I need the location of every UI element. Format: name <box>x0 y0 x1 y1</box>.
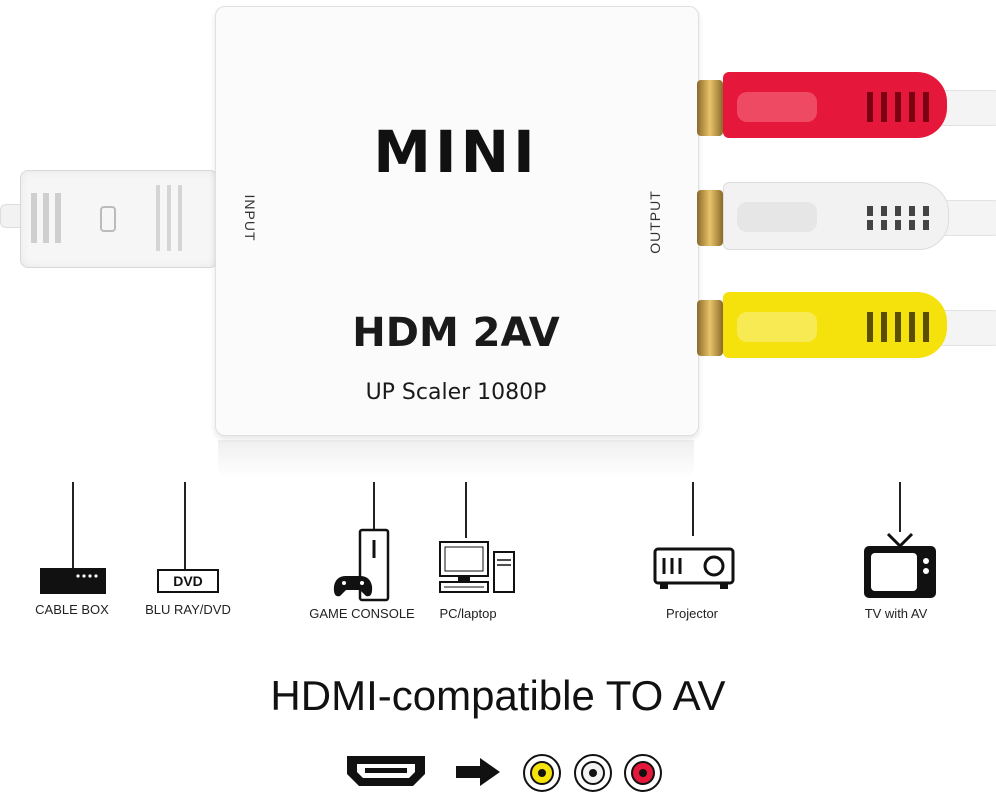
blu-ray-label: BLU RAY/DVD <box>145 602 231 617</box>
dvd-player-icon: DVD <box>157 569 219 593</box>
output-label: OUTPUT <box>647 190 663 254</box>
rca-jack-white-icon <box>574 754 612 792</box>
rca-jack-yellow-icon <box>523 754 561 792</box>
hdmi-plug <box>20 170 218 268</box>
game-console-label: GAME CONSOLE <box>309 606 415 621</box>
pc-laptop-label: PC/laptop <box>439 606 497 621</box>
dvd-badge: DVD <box>173 573 203 589</box>
tv-icon <box>864 532 936 598</box>
pc-icon <box>439 541 515 593</box>
connector-line-projector <box>692 482 694 536</box>
projector-icon <box>653 547 735 589</box>
projector-label: Projector <box>665 606 719 621</box>
converter-box <box>215 6 699 436</box>
rca-plug-red <box>697 68 996 148</box>
hdmi-port-icon <box>347 756 425 786</box>
mini-logo: MINI <box>373 118 539 186</box>
connector-line-tv <box>899 482 901 532</box>
cable-box-label: CABLE BOX <box>35 602 109 617</box>
conversion-heading: HDMI-compatible TO AV <box>270 672 726 719</box>
product-subtitle: UP Scaler 1080P <box>365 380 547 405</box>
cable-box-icon <box>40 568 106 594</box>
game-console-icon <box>333 528 390 602</box>
rca-plug-yellow <box>697 288 996 368</box>
rca-plug-white <box>697 178 996 258</box>
connector-line-blu-ray <box>184 482 186 570</box>
connector-line-pc <box>465 482 467 538</box>
tv-label: TV with AV <box>864 606 928 621</box>
box-reflection <box>218 440 694 478</box>
input-label: INPUT <box>242 194 258 242</box>
connector-line-game-console <box>373 482 375 530</box>
product-title: HDM 2AV <box>352 310 560 356</box>
rca-jack-red-icon <box>624 754 662 792</box>
connector-line-cable-box <box>72 482 74 570</box>
arrow-right-icon <box>456 758 500 786</box>
